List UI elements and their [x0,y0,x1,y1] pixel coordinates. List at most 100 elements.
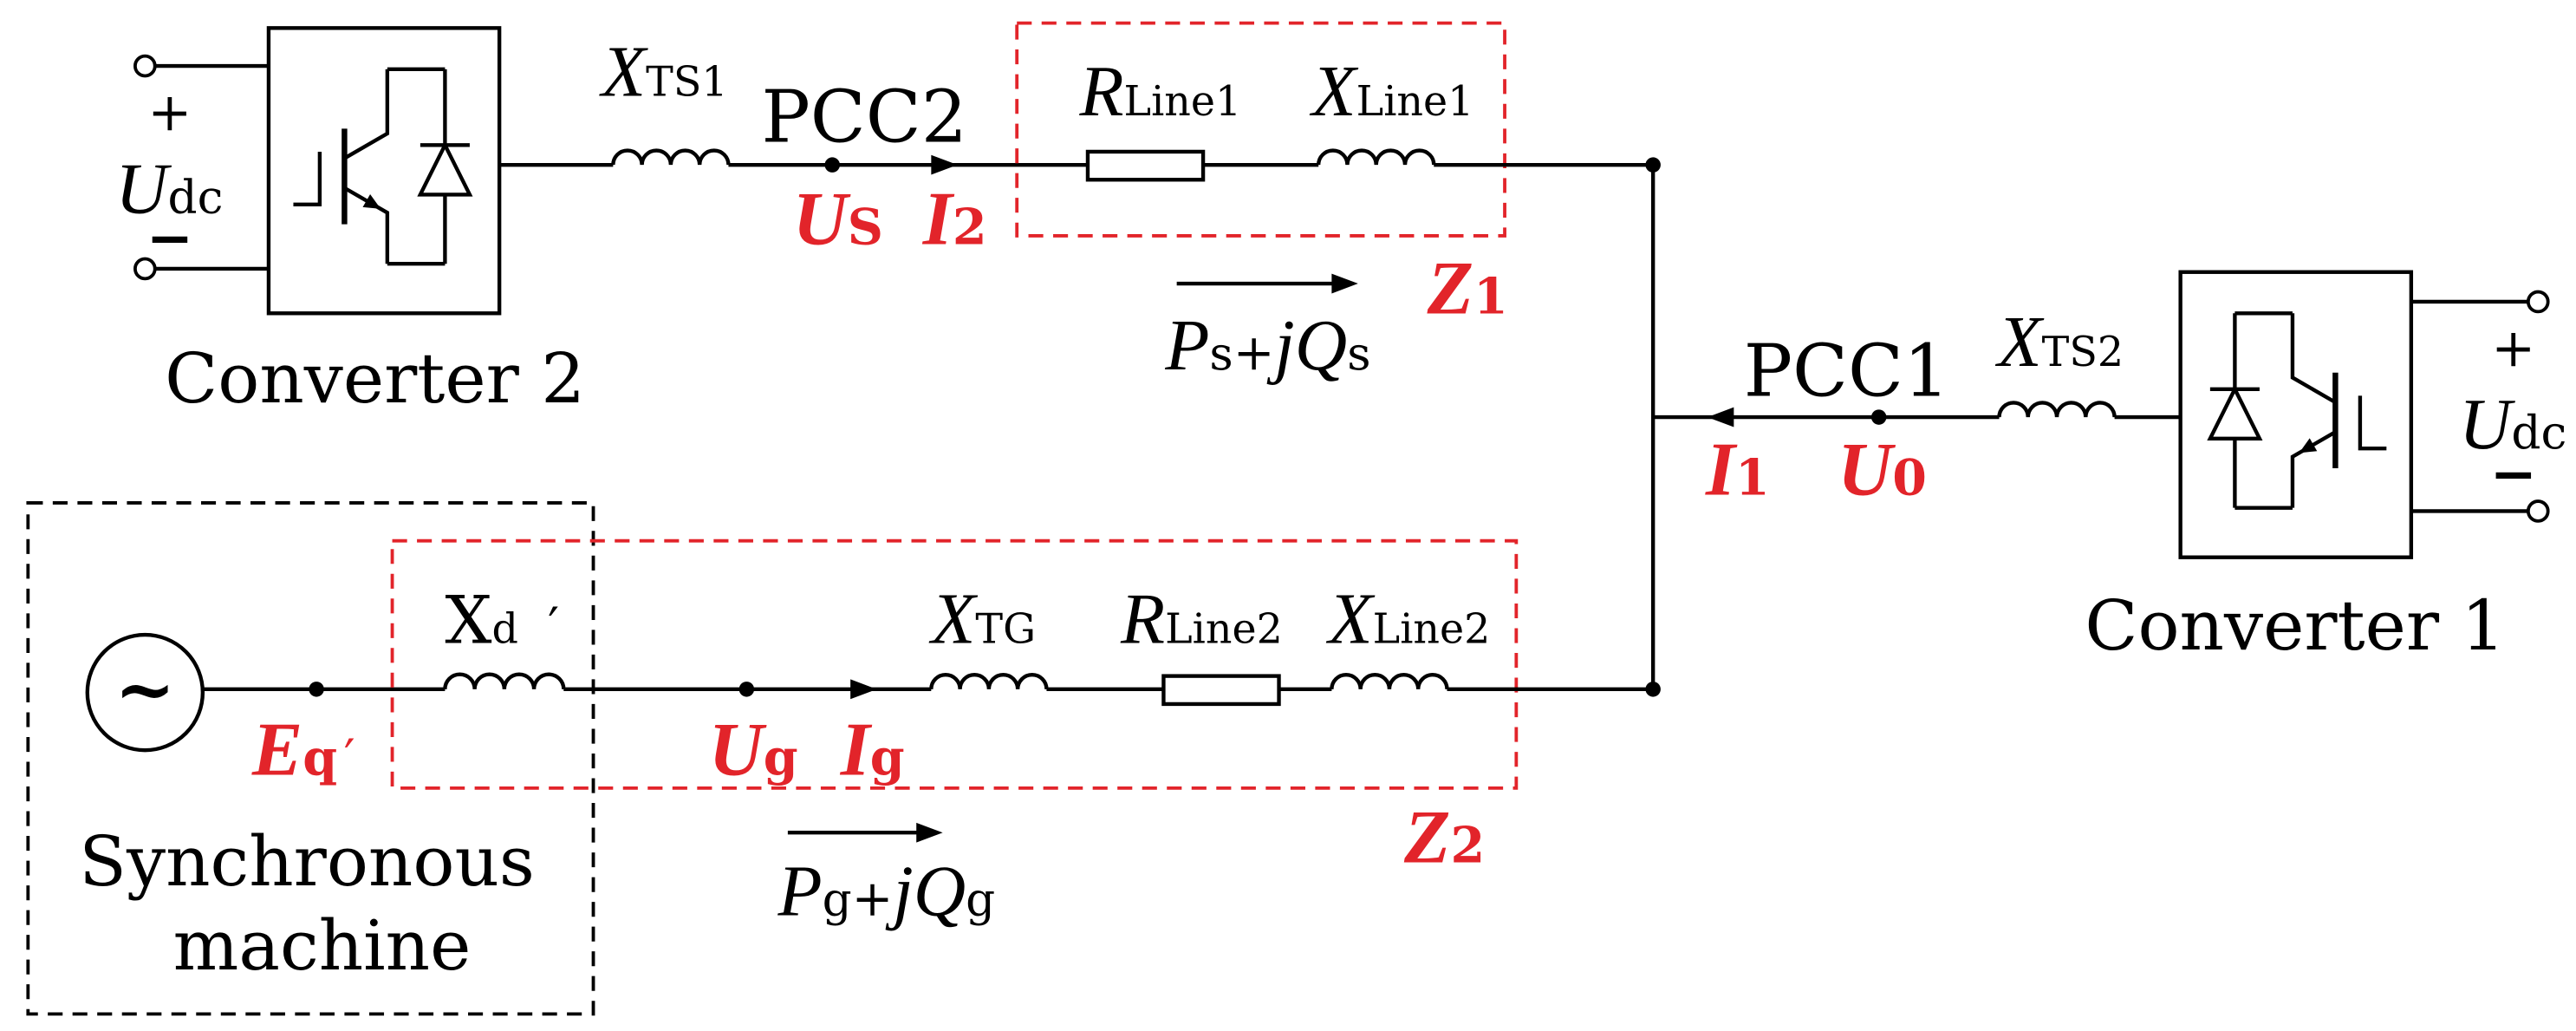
z2-impedance-label: Z2 [1403,794,1485,878]
converter-1-dc-minus: − [2490,441,2537,507]
pg-power-label: Pg+jQg [777,851,995,931]
pg-reactive-power-symbol: Q [914,851,966,931]
line2-resistance-label: RLine2 [1120,579,1283,660]
ts1-reactance-symbol: X [599,31,648,112]
xd-reactance-prime: ′ [548,598,559,656]
line2-resistor [1161,674,1281,707]
junction-node-bottom [1645,682,1661,697]
pcc2-voltage-label: US [793,176,883,260]
pcc1-node [1870,409,1887,425]
pcc2-current-symbol: I [922,176,955,260]
converter-2-dc-voltage-label: Udc [115,148,223,229]
line1-resistance-label: RLine1 [1078,51,1241,132]
z1-impedance-symbol: Z [1427,245,1473,330]
diode-triangle [417,140,473,197]
line2-reactance-label: XLine2 [1326,579,1491,660]
pcc1-label: PCC1 [1744,328,1950,413]
line2-resistance-symbol: R [1120,579,1165,660]
pg-active-power-subscript: g [823,872,852,926]
converter-2-dc-minus: − [146,206,193,271]
ps-power-label: Ps+jQs [1164,305,1370,386]
diode-icon [417,69,473,264]
xd-reactance-symbol: X [445,582,491,659]
line1-inductor [1316,148,1436,166]
synchronous-machine-name-line-1: Synchronous [79,821,535,902]
generator-voltage-subscript: g [764,729,798,787]
z1-impedance-label: Z1 [1427,245,1508,330]
converter-2: + Udc − Converter 2 [115,26,585,419]
igbt-emitter-lead [2290,430,2337,508]
generator-bus-node [738,682,755,697]
emf-subscript: q [302,729,337,787]
synchronous-machine: ~ Eq′ Xd ′ Synchronous machine [26,501,595,1016]
converter-1-box [2178,270,2414,559]
converter-1-dc-negative-terminal [2526,499,2550,523]
line1-resistor [1085,149,1206,182]
igbt-icon [293,69,390,264]
i2-current-arrow [931,154,958,175]
ps-active-power-subscript: s [1209,327,1233,381]
converter-1-dc-voltage-label: Udc [2459,384,2566,465]
pcc2-node [824,157,840,173]
converter-1-dc-voltage-subscript: dc [2511,406,2566,460]
converter-1-dc-positive-terminal [2526,290,2550,314]
converter-2-dc-plus: + [147,82,192,143]
ts2-reactance-label: XTS2 [1995,302,2124,382]
tg-reactance-symbol: X [928,579,978,660]
z2-impedance-symbol: Z [1403,794,1450,878]
igbt-emitter-lead [343,186,390,264]
igbt-gate-lead [293,151,322,206]
ts2-reactance-subscript: TS2 [2042,329,2124,376]
ps-reactive-power-subscript: s [1347,327,1370,381]
generator-current-symbol: I [840,708,873,792]
feeder-1: XTS1 PCC2 US I2 RLine1 XLine1 Z1 Ps+jQs [499,21,1661,386]
line1-reactance-label: XLine1 [1310,51,1474,132]
converter-1: + Udc − Converter 1 [2085,270,2566,666]
pcc2-voltage-symbol: U [793,176,851,260]
ts1-inductor [611,148,731,166]
generator-voltage-symbol: U [709,708,767,792]
ig-current-arrow [850,679,877,700]
tg-inductor [929,673,1049,689]
line2-reactance-symbol: X [1326,579,1376,660]
igbt-collector-lead [2290,313,2337,404]
converter-2-dc-positive-terminal [133,54,157,78]
ac-source-symbol: ~ [114,645,175,731]
synchronous-machine-name-line-2: machine [173,905,472,986]
ac-source-icon [85,632,205,753]
pcc2-voltage-subscript: S [848,198,883,256]
igbt-collector-lead [343,69,390,160]
pg-power-arrow-head [916,822,943,843]
ts2-reactance-symbol: X [1995,302,2045,382]
pcc2-current-subscript: 2 [953,198,987,256]
xd-inductor [443,672,566,689]
xd-reactance-label: Xd ′ [445,582,559,659]
z2-impedance-box [390,538,1519,790]
ts1-reactance-label: XTS1 [599,31,728,112]
generator-voltage-label: Ug [709,708,798,792]
z2-impedance-subscript: 2 [1450,816,1485,874]
line2-resistance-subscript: Line2 [1165,606,1283,654]
z1-impedance-subscript: 1 [1473,267,1508,325]
line2-reactance-subscript: Line2 [1373,606,1491,654]
diode-triangle [2207,384,2263,440]
emf-label: Eq′ [251,708,355,792]
pcc1-voltage-symbol: U [1838,427,1896,511]
ps-active-power-symbol: P [1164,305,1209,386]
converter-1-name: Converter 1 [2085,585,2505,666]
xd-reactance-subscript: d [492,606,518,654]
tg-reactance-subscript: TG [975,606,1036,654]
emf-node [309,682,324,697]
ps-power-arrow-head [1331,273,1358,294]
pcc1-current-symbol: I [1705,427,1738,511]
ts2-inductor [1997,401,2117,418]
pcc2-current-label: I2 [922,176,987,260]
tg-reactance-label: XTG [928,579,1036,660]
pcc2-label: PCC2 [761,75,967,160]
converter-1-dc-plus: + [2491,318,2535,379]
converter-2-dc-voltage-subscript: dc [168,170,224,224]
emf-symbol: E [251,708,302,792]
converter-2-box [266,26,502,316]
igbt-emitter-arrow [362,193,381,209]
